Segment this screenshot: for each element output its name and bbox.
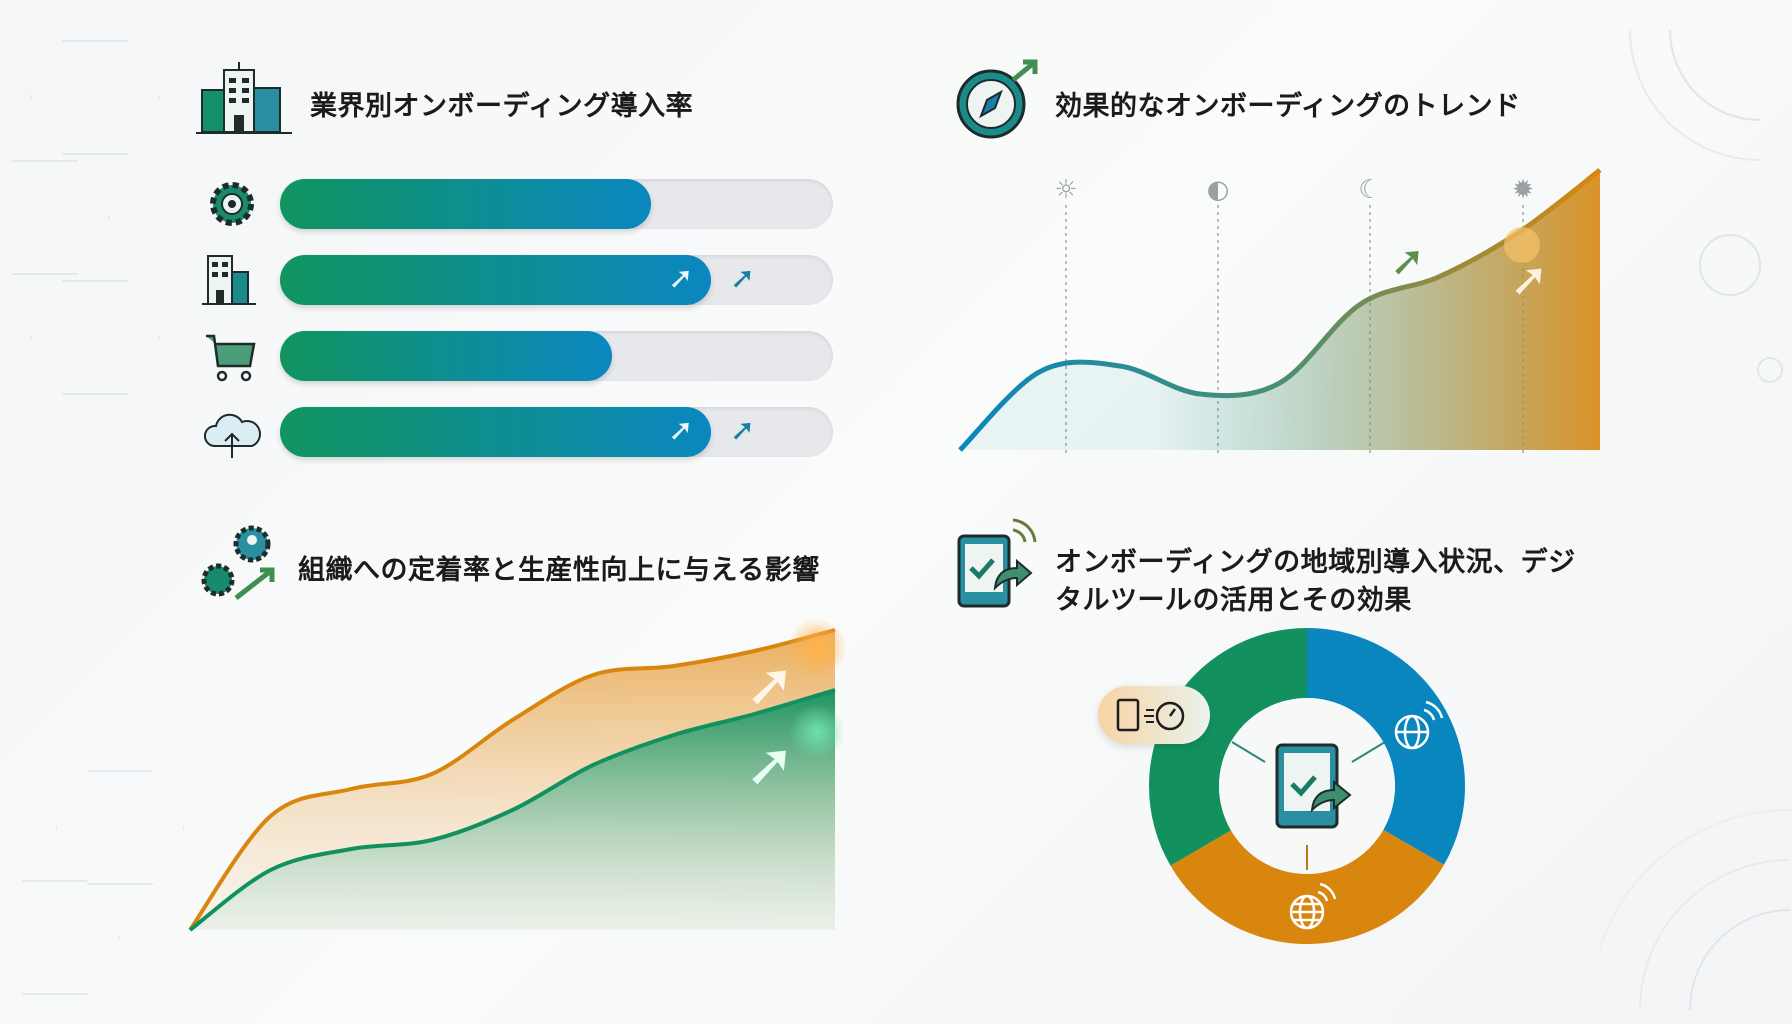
trend-up-arrow-icon: ➚ (1510, 252, 1549, 306)
tablet-check-icon (957, 518, 1037, 608)
industry-bar-1 (280, 179, 833, 229)
background-hexagon (0, 160, 110, 275)
globe-signal-icon (1394, 700, 1444, 750)
trend-up-arrow-icon: ➚ (668, 413, 694, 448)
background-circles (1600, 29, 1791, 1011)
team-gears-icon (201, 525, 275, 600)
trend-up-arrow-icon: ➚ (745, 730, 795, 800)
industry-bar-fill: ➚ (280, 407, 712, 457)
industry-bar-fill (280, 331, 612, 381)
retention-title: 組織への定着率と生産性向上に与える影響 (298, 555, 820, 586)
trend-up-arrow-icon: ➚ (745, 650, 795, 720)
trend-up-arrow-icon: ➚ (730, 261, 756, 296)
line-series-orange (188, 628, 836, 932)
tablet-speedometer-icon (1116, 698, 1185, 732)
background-hexagon (30, 280, 160, 395)
industry-bar-fill: ➚ (280, 255, 712, 305)
highlight-dot (1504, 227, 1540, 263)
sun-filled-icon: ✹ (1512, 175, 1534, 205)
donut-segment-orange (1170, 829, 1444, 944)
background-hexagon (0, 880, 120, 995)
trends-title: 効果的なオンボーディングのトレンド (1055, 91, 1521, 122)
background-hexagon (30, 40, 160, 155)
trend-up-arrow-icon: ➚ (1390, 236, 1425, 285)
trend-line (958, 168, 1602, 452)
sun-icon: ☼ (1054, 175, 1077, 205)
gear-target-icon (210, 182, 254, 226)
trend-up-arrow-icon: ➚ (730, 413, 756, 448)
tablet-check-icon (1275, 743, 1352, 829)
line-series-green (188, 688, 836, 932)
half-moon-icon: ◐ (1207, 175, 1230, 205)
retention-area-chart: ➚ ➚ (188, 618, 847, 932)
industry-bar-4: ➚➚ (280, 407, 833, 457)
regional-title-line2: タルツールの活用とその効果 (1055, 585, 1412, 616)
glow-green (789, 704, 845, 760)
regional-title-line1: オンボーディングの地域別導入状況、デジ (1055, 547, 1576, 578)
crescent-moon-icon: ☾ (1358, 175, 1381, 205)
trend-area (960, 170, 1600, 450)
industry-bar-2: ➚➚ (280, 255, 833, 305)
industry-bar-3 (280, 331, 833, 381)
office-building-icon (202, 255, 256, 305)
cloud-upload-icon (204, 413, 261, 458)
globe-signal-icon (1289, 882, 1337, 930)
city-buildings-icon (196, 62, 292, 134)
tablet-speed-badge (1098, 686, 1210, 744)
industry-bar-fill (280, 179, 651, 229)
compass-growth-icon (956, 59, 1038, 139)
regional-donut-chart (1149, 628, 1465, 944)
donut-segment-blue (1307, 628, 1465, 865)
trend-line-chart: ☼ ◐ ☾ ✹ ➚ ➚ (958, 168, 1602, 455)
glow-orange (787, 618, 847, 678)
trend-up-arrow-icon: ➚ (668, 261, 694, 296)
industry-adoption-title: 業界別オンボーディング導入率 (310, 91, 694, 122)
background-hexagon (55, 770, 185, 885)
shopping-cart-icon (206, 334, 256, 382)
